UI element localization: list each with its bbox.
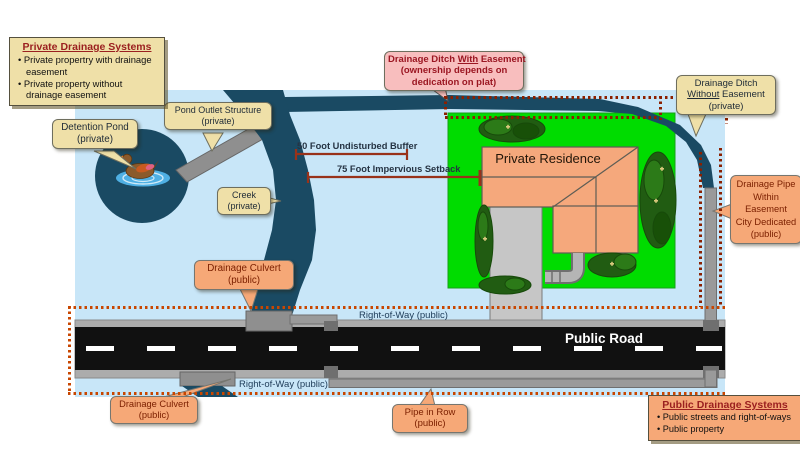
public-drainage-legend: Public Drainage Systems Public streets a… — [648, 395, 800, 441]
callout-text: Drainage Culvert — [207, 263, 281, 274]
driveway — [489, 204, 543, 323]
buffer-label: 50 Foot Undisturbed Buffer — [297, 141, 418, 151]
setback-label: 75 Foot Impervious Setback — [337, 164, 461, 174]
callout-text: Within — [753, 191, 779, 202]
easement-line-below-ditch — [445, 116, 660, 119]
callout-text: (ownership depends on — [400, 65, 508, 77]
culverts-and-pipes — [179, 187, 719, 388]
callout-text: (public) — [750, 229, 782, 240]
residence-label: Private Residence — [495, 151, 601, 166]
private-residence-shape — [481, 146, 639, 254]
callout-text: (public) — [227, 274, 261, 286]
drainage-culvert-upper-callout: Drainage Culvert (public) — [194, 260, 294, 290]
row-lower-label: Right-of-Way (public) — [239, 379, 328, 390]
callout-text: Creek — [231, 190, 256, 200]
callout-text: (private) — [227, 200, 261, 211]
callout-text: Pipe in Row — [404, 407, 456, 418]
row-line-upper — [68, 306, 725, 309]
ditch-without-easement-callout: Drainage Ditch Without Easement (private… — [676, 75, 776, 116]
private-drainage-legend: Private Drainage Systems Private propert… — [9, 37, 165, 106]
callout-text: Drainage Pipe — [736, 179, 796, 189]
drainage-culvert-lower-callout: Drainage Culvert (public) — [110, 396, 198, 425]
public-road-shape — [74, 319, 726, 379]
house-downspout-pipe — [545, 253, 585, 284]
detention-pond-callout: Detention Pond (private) — [52, 119, 138, 149]
easement-line-mid — [659, 96, 662, 120]
callout-text: Drainage Ditch — [694, 78, 758, 89]
drainage-pipe-callout: Drainage Pipe Within Easement City Dedic… — [730, 175, 800, 244]
pond-outlet-callout: Pond Outlet Structure (private) — [164, 102, 272, 130]
row-line-lower — [68, 392, 725, 395]
callout-text: Without Easement — [687, 89, 765, 101]
row-upper-label: Right-of-Way (public) — [359, 310, 448, 321]
callout-text: Pond Outlet Structure — [174, 105, 262, 115]
easement-line-top — [445, 96, 727, 99]
callout-text: (private) — [708, 100, 744, 112]
easement-line-left — [444, 96, 447, 118]
pipe-easement-right — [719, 148, 722, 307]
callout-text: (private) — [201, 115, 235, 126]
creek-callout: Creek (private) — [217, 187, 271, 215]
measurement-lines — [294, 149, 482, 186]
legend-item: Public property — [657, 424, 795, 436]
legend-title: Public Drainage Systems — [662, 399, 788, 411]
callout-text: (private) — [77, 133, 113, 145]
callout-text: City Dedicated — [735, 216, 797, 227]
pipe-in-row-callout: Pipe in Row (public) — [392, 404, 468, 433]
public-road-label: Public Road — [565, 331, 644, 346]
drainage-ditch-shape — [285, 95, 714, 188]
legend-item: Private propertry with drainage easement — [18, 54, 158, 78]
legend-item: Private property without drainage easeme… — [18, 78, 158, 102]
callout-text: Drainage Culvert — [119, 399, 189, 409]
callout-text: Drainage Ditch With Easement — [388, 54, 526, 65]
callout-text: (public) — [138, 410, 170, 421]
legend-title: Private Drainage Systems — [22, 41, 152, 53]
callout-text: dedication on plat) — [411, 76, 497, 88]
legend-item: Public streets and right-of-ways — [657, 412, 795, 424]
callout-text: Detention Pond — [61, 122, 129, 133]
duck-icon — [116, 153, 170, 187]
callout-text: (public) — [414, 418, 446, 430]
pipe-easement-left — [699, 152, 702, 307]
callout-text: Easement — [745, 204, 787, 215]
ditch-with-easement-callout: Drainage Ditch With Easement (ownership … — [384, 51, 526, 92]
bushes — [474, 115, 677, 295]
row-line-left — [68, 306, 71, 394]
